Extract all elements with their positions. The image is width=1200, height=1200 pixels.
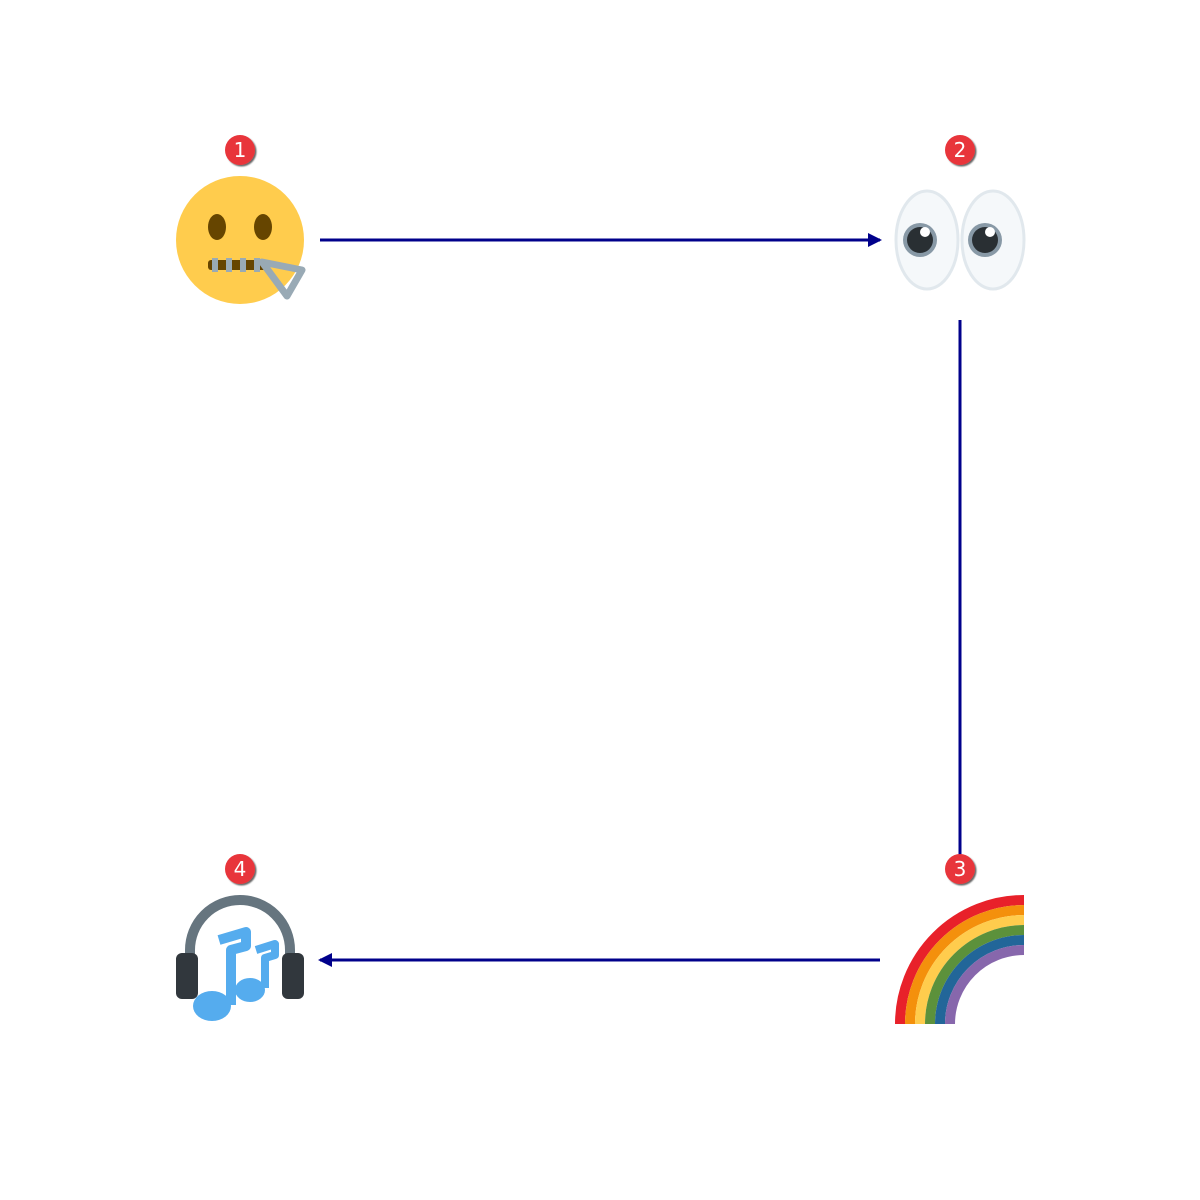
headphones-music-icon — [176, 895, 304, 1021]
eyes-icon — [894, 189, 1026, 291]
badge-4: 4 — [225, 854, 255, 884]
node-4: 4 — [176, 854, 304, 1021]
rainbow-icon — [895, 895, 1025, 1025]
badge-2: 2 — [945, 135, 975, 165]
node-2: 2 — [894, 135, 1026, 291]
badge-1: 1 — [225, 135, 255, 165]
badge-4-label: 4 — [234, 857, 247, 881]
badge-3: 3 — [945, 854, 975, 884]
badge-1-label: 1 — [234, 138, 247, 162]
node-1: 1 — [176, 135, 306, 304]
badge-3-label: 3 — [954, 857, 967, 881]
badge-2-label: 2 — [954, 138, 967, 162]
node-3: 3 — [895, 854, 1025, 1025]
zipper-mouth-face-icon — [176, 176, 306, 304]
